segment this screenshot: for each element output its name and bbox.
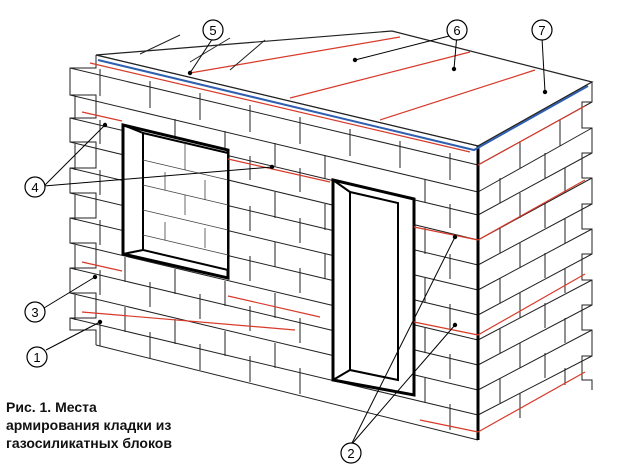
callout-3-label: 3 <box>31 305 38 320</box>
leader-dots <box>92 57 548 328</box>
reinforcement-lines <box>81 36 586 433</box>
front-wall-joints <box>74 69 451 430</box>
figure-caption: Рис. 1. Места армирования кладки из газо… <box>6 398 246 452</box>
callout-6-label: 6 <box>453 23 460 38</box>
reinforced-belt <box>95 54 593 152</box>
callout-3: 3 <box>24 301 46 323</box>
roof-slab-boards <box>139 34 266 71</box>
callout-7: 7 <box>531 19 553 41</box>
side-wall-right-edge <box>581 82 593 390</box>
callout-6: 6 <box>446 19 468 41</box>
callout-5: 5 <box>202 19 224 41</box>
caption-line-3: газосиликатных блоков <box>6 435 172 451</box>
caption-line-1: Рис. 1. Места <box>6 399 97 415</box>
side-wall <box>477 82 593 440</box>
callout-2: 2 <box>340 442 362 464</box>
callout-1-label: 1 <box>33 350 40 365</box>
callout-7-label: 7 <box>538 23 545 38</box>
front-wall-left-edge <box>69 55 97 345</box>
callout-1: 1 <box>26 346 48 368</box>
callout-5-label: 5 <box>209 23 216 38</box>
side-wall-joints <box>499 120 566 418</box>
leader-lines <box>43 33 546 446</box>
callout-2-label: 2 <box>347 446 354 461</box>
callout-4: 4 <box>24 176 46 198</box>
caption-line-2: армирования кладки из <box>6 417 172 433</box>
callout-4-label: 4 <box>31 180 38 195</box>
door-opening <box>331 178 416 397</box>
window-opening <box>121 123 230 280</box>
window-reveal-bricks <box>142 143 229 256</box>
